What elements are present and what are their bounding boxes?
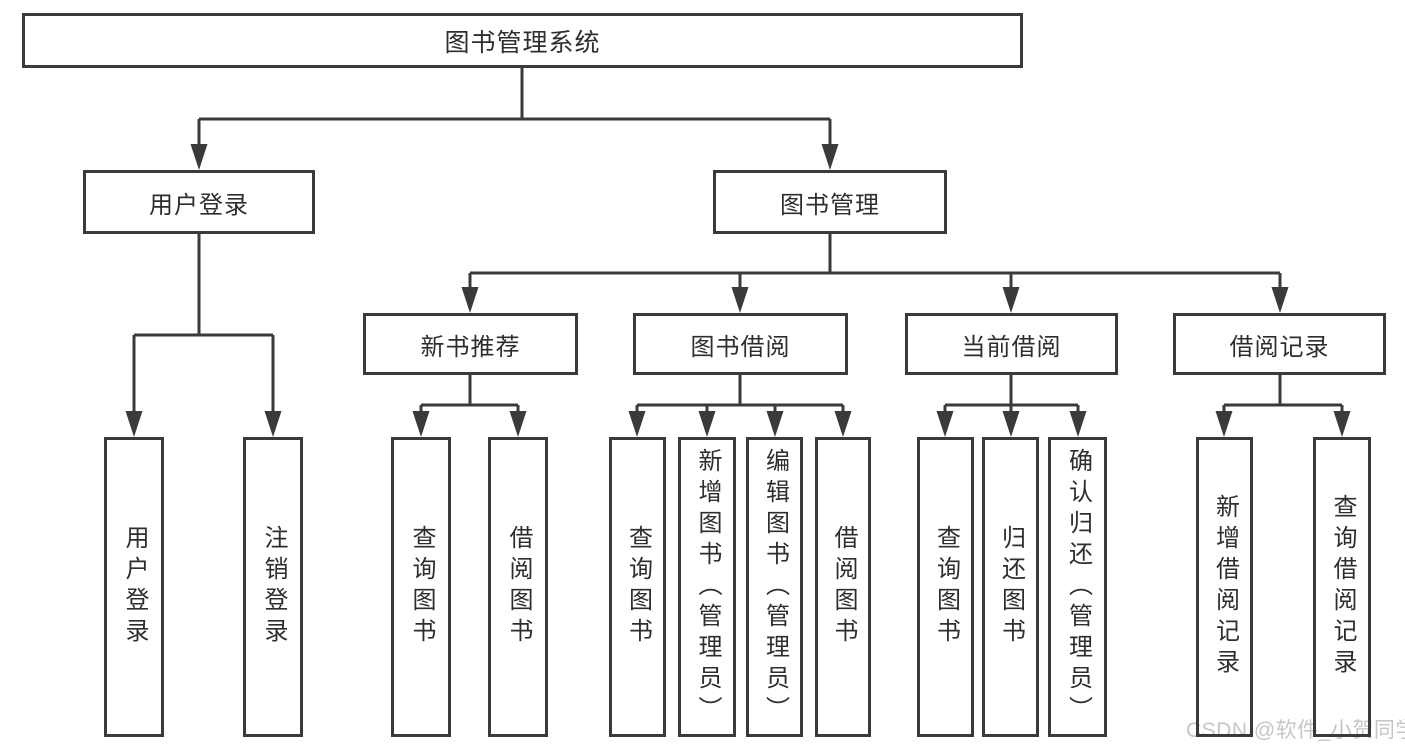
node-user-login: 用户登录 — [83, 170, 315, 234]
leaf-add-books-admin: 新增图书（管理员） — [678, 437, 736, 737]
leaf-newbooks-borrow-books: 借阅图书 — [488, 437, 548, 737]
node-book-borrow: 图书借阅 — [633, 313, 848, 375]
leaf-user-login: 用户登录 — [104, 437, 164, 737]
leaf-logout: 注销登录 — [243, 437, 303, 737]
node-new-book-recommend: 新书推荐 — [363, 313, 578, 375]
leaf-borrow-query-books: 查询图书 — [609, 437, 666, 737]
leaf-newbooks-query-books: 查询图书 — [391, 437, 451, 737]
leaf-confirm-return-admin: 确认归还（管理员） — [1048, 437, 1107, 737]
leaf-edit-books-admin: 编辑图书（管理员） — [746, 437, 803, 737]
node-root-library-system: 图书管理系统 — [22, 13, 1023, 68]
leaf-add-borrow-record: 新增借阅记录 — [1196, 437, 1253, 737]
leaf-query-borrow-record: 查询借阅记录 — [1313, 437, 1371, 737]
leaf-current-query-books: 查询图书 — [917, 437, 974, 737]
node-borrow-records: 借阅记录 — [1173, 313, 1386, 375]
node-current-borrow: 当前借阅 — [905, 313, 1118, 375]
leaf-return-books: 归还图书 — [982, 437, 1039, 737]
node-book-management: 图书管理 — [713, 170, 947, 234]
leaf-borrow-borrow-books: 借阅图书 — [815, 437, 871, 737]
